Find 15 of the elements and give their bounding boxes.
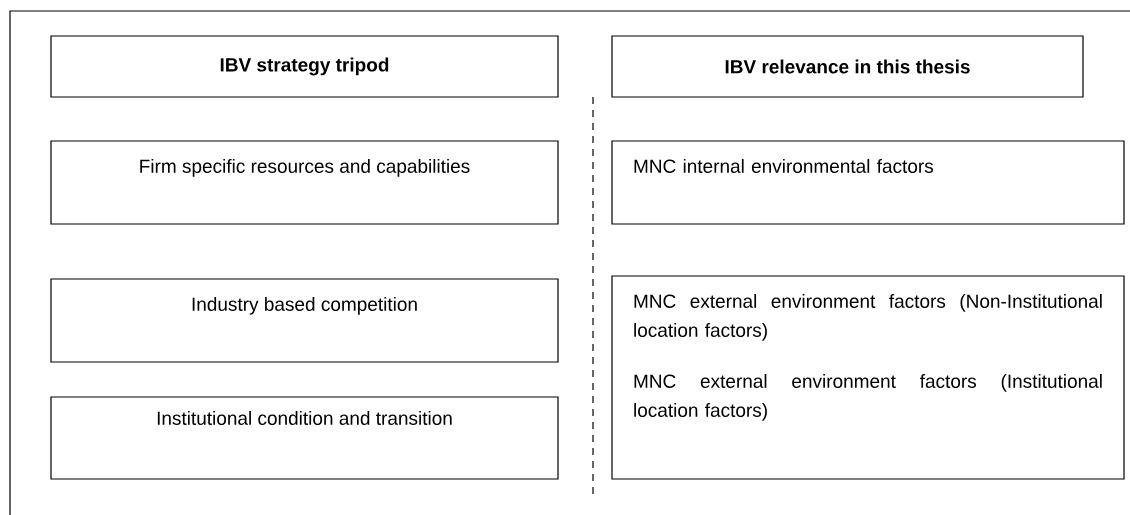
- box-text: MNC internal environmental factors: [634, 159, 934, 173]
- text-box: [611, 275, 1125, 480]
- text-box: [611, 140, 1125, 225]
- box-text: Institutional condition and transition: [157, 411, 452, 425]
- box-text: IBV relevance in this thesis: [725, 59, 970, 74]
- heading-box: [50, 35, 559, 98]
- box-text: Industry based competition: [192, 297, 417, 315]
- box-text: MNC external environment factors (Non-Institutional location factors): [634, 294, 1102, 341]
- box-text: Firm specific resources and capabilities: [140, 159, 470, 177]
- heading-box: [611, 35, 1084, 98]
- text-box: [50, 396, 559, 480]
- text-box: [50, 140, 559, 225]
- text-box: [50, 278, 559, 363]
- box-text: MNC external environment factors (Institutional location factors): [634, 374, 1102, 421]
- box-text: IBV strategy tripod: [220, 57, 389, 76]
